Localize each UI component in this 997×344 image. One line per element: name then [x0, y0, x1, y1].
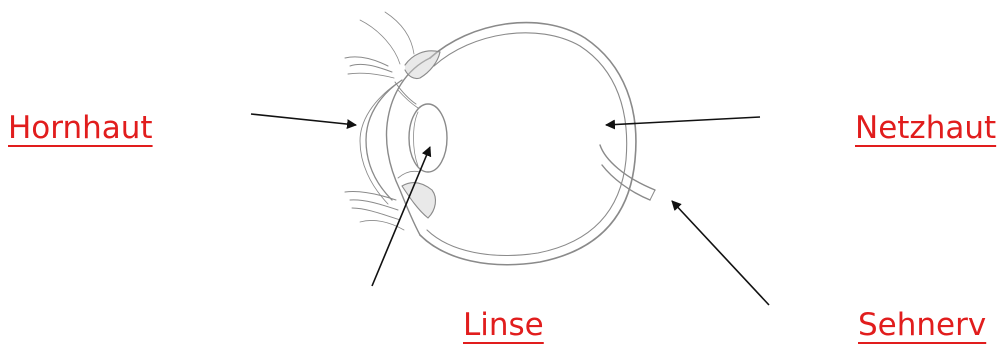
arrow-netzhaut [606, 117, 760, 125]
label-hornhaut: Hornhaut [8, 113, 153, 144]
label-linse: Linse [463, 310, 544, 341]
pointer-arrows [251, 114, 769, 305]
eyeball-sketch [345, 12, 655, 265]
arrow-sehnerv [672, 201, 769, 305]
arrow-hornhaut [251, 114, 356, 125]
arrow-linse [372, 147, 430, 286]
label-sehnerv: Sehnerv [858, 310, 986, 341]
label-netzhaut: Netzhaut [855, 113, 996, 144]
